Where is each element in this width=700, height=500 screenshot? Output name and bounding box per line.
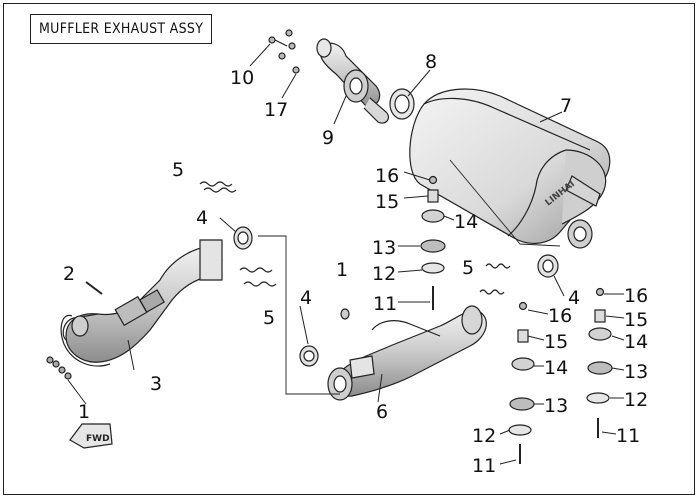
middle-pipe-part (327, 305, 487, 401)
diagram-title: MUFFLER EXHAUST ASSY (30, 14, 213, 44)
callout-5-upper: 5 (172, 159, 184, 181)
spring-5-right (479, 263, 511, 295)
callout-11-right: 11 (616, 425, 640, 447)
fwd-label: FWD (86, 434, 110, 444)
callout-11-lower: 11 (472, 455, 496, 477)
callout-10: 10 (230, 67, 254, 89)
mount-stack-lower-center (508, 301, 535, 464)
callout-4-middle: 4 (300, 287, 312, 309)
callout-16-upper: 16 (375, 165, 399, 187)
callout-1-left: 1 (78, 401, 90, 423)
callout-14-upper: 14 (454, 211, 478, 233)
tailpipe-gasket-part (389, 88, 415, 120)
callout-4-right: 4 (568, 287, 580, 309)
callout-15-lower: 15 (544, 331, 568, 353)
callout-11-upper: 11 (373, 293, 397, 315)
callout-5-right: 5 (462, 257, 474, 279)
front-exhaust-pipe-part (60, 239, 223, 367)
callout-17: 17 (264, 99, 288, 121)
callout-12-upper: 12 (372, 263, 396, 285)
callout-13-lower: 13 (544, 395, 568, 417)
callout-8: 8 (425, 51, 437, 73)
callout-4-upper: 4 (196, 207, 208, 229)
callout-16-lower: 16 (548, 305, 572, 327)
connection-lines (258, 159, 561, 395)
callout-2: 2 (63, 263, 75, 285)
mount-stack-lower-right (586, 287, 613, 438)
callout-9: 9 (322, 127, 334, 149)
clip-part-1-left (46, 356, 72, 380)
callout-15-right: 15 (624, 309, 648, 331)
callout-7: 7 (560, 95, 572, 117)
callout-14-lower: 14 (544, 357, 568, 379)
callout-15-upper: 15 (375, 191, 399, 213)
callout-1-center: 1 (336, 259, 348, 281)
tail-pipe-part (316, 38, 390, 124)
callout-6: 6 (376, 401, 388, 423)
callout-14-right: 14 (624, 331, 648, 353)
pin-part-2 (85, 281, 103, 295)
diagram-frame (3, 3, 695, 495)
callout-3: 3 (150, 373, 162, 395)
callout-16-right: 16 (624, 285, 648, 307)
callout-numbers: 10 17 9 8 7 5 4 2 3 1 1 4 5 6 16 15 14 1… (63, 51, 648, 477)
bolts-10-17 (268, 29, 300, 74)
spring-5-upper (199, 181, 237, 193)
callout-12-lower: 12 (472, 425, 496, 447)
leader-lines (67, 43, 625, 465)
callout-12-right: 12 (624, 389, 648, 411)
fwd-arrow-icon: FWD (69, 423, 113, 449)
gasket-4-right (537, 254, 559, 278)
clip-part-1-center (340, 308, 350, 320)
gasket-4-upper (233, 226, 253, 250)
callout-13-right: 13 (624, 361, 648, 383)
callout-5-middle: 5 (263, 307, 275, 329)
mount-stack-upper (420, 175, 446, 310)
gasket-4-lower (299, 345, 319, 367)
spring-5-middle (239, 267, 277, 287)
callout-13-upper: 13 (372, 237, 396, 259)
muffler-part: LINHAI (409, 88, 611, 249)
